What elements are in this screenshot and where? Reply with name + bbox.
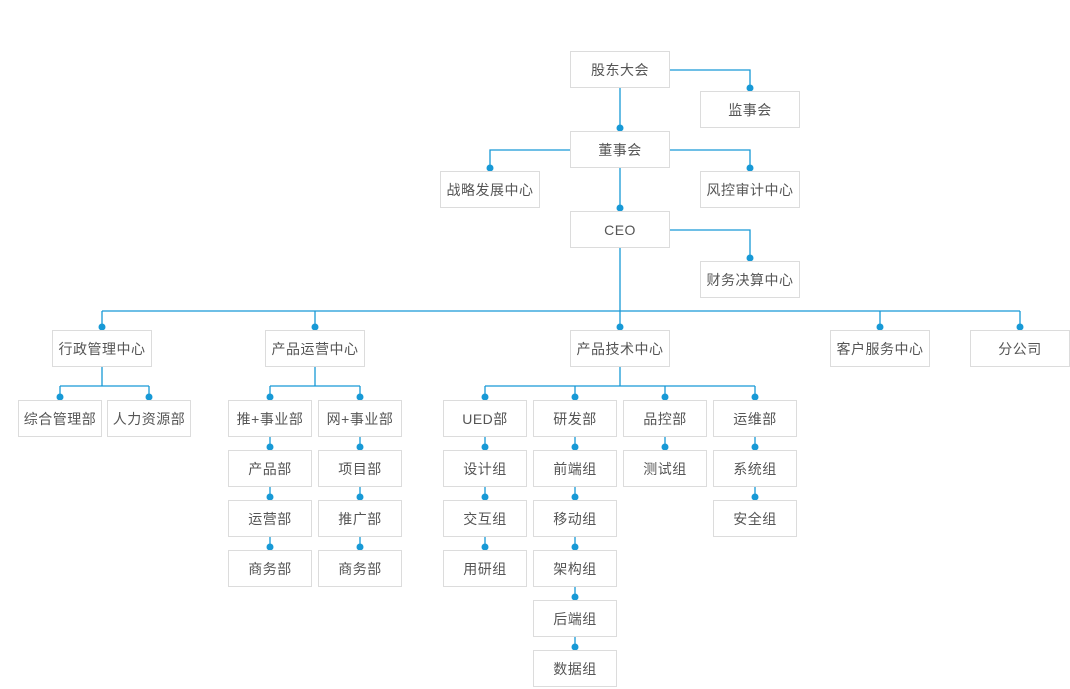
org-node-system-group: 系统组 (713, 450, 797, 487)
connector-dot (481, 493, 489, 501)
connector-dot (746, 84, 754, 92)
connector-line (670, 69, 751, 91)
org-node-human-resources-dept: 人力资源部 (107, 400, 191, 437)
connector-dot (481, 393, 489, 401)
org-node-user-research-group: 用研组 (443, 550, 527, 587)
connector-dot (481, 443, 489, 451)
connector-dot (145, 393, 153, 401)
connector-dot (616, 204, 624, 212)
org-node-branch-company: 分公司 (970, 330, 1070, 367)
connector-dot (876, 323, 884, 331)
org-node-customer-service-center: 客户服务中心 (830, 330, 930, 367)
connector-dot (746, 254, 754, 262)
org-node-operations-dept: 运营部 (228, 500, 312, 537)
org-node-quality-control-dept: 品控部 (623, 400, 707, 437)
org-node-frontend-group: 前端组 (533, 450, 617, 487)
org-node-interaction-group: 交互组 (443, 500, 527, 537)
org-node-mobile-group: 移动组 (533, 500, 617, 537)
connector-dot (751, 493, 759, 501)
connector-dot (571, 593, 579, 601)
connector-dot (571, 493, 579, 501)
org-node-admin-management-center: 行政管理中心 (52, 330, 152, 367)
connector-dot (356, 493, 364, 501)
org-node-data-group: 数据组 (533, 650, 617, 687)
connector-dot (356, 393, 364, 401)
org-node-risk-audit-center: 风控审计中心 (700, 171, 800, 208)
org-node-product-operation-center: 产品运营中心 (265, 330, 365, 367)
org-node-supervisory-board: 监事会 (700, 91, 800, 128)
org-node-general-management-dept: 综合管理部 (18, 400, 102, 437)
connector-dot (266, 443, 274, 451)
connector-dot (266, 393, 274, 401)
connector-dot (751, 393, 759, 401)
connector-dot (481, 543, 489, 551)
connector-dot (266, 493, 274, 501)
org-node-product-dept: 产品部 (228, 450, 312, 487)
org-node-tui-plus-division: 推+事业部 (228, 400, 312, 437)
org-node-business-dept-wang: 商务部 (318, 550, 402, 587)
connector-dot (661, 393, 669, 401)
org-node-backend-group: 后端组 (533, 600, 617, 637)
connector-dot (746, 164, 754, 172)
connector-dot (356, 543, 364, 551)
connector-dot (661, 443, 669, 451)
org-node-promotion-dept: 推广部 (318, 500, 402, 537)
org-node-security-group: 安全组 (713, 500, 797, 537)
org-node-wang-plus-division: 网+事业部 (318, 400, 402, 437)
org-node-testing-group: 测试组 (623, 450, 707, 487)
connector-dot (486, 164, 494, 172)
org-node-project-dept: 项目部 (318, 450, 402, 487)
connector-dot (571, 543, 579, 551)
org-node-architecture-group: 架构组 (533, 550, 617, 587)
connector-dot (571, 393, 579, 401)
org-node-rd-dept: 研发部 (533, 400, 617, 437)
connector-dot (616, 323, 624, 331)
connector-line (670, 229, 751, 261)
org-node-finance-settlement-center: 财务决算中心 (700, 261, 800, 298)
connector-dot (56, 393, 64, 401)
org-node-business-dept-tui: 商务部 (228, 550, 312, 587)
connector-dot (751, 443, 759, 451)
org-node-ued-dept: UED部 (443, 400, 527, 437)
connector-dot (571, 643, 579, 651)
connector-dot (98, 323, 106, 331)
connector-dot (356, 443, 364, 451)
org-node-design-group: 设计组 (443, 450, 527, 487)
connector-dot (266, 543, 274, 551)
connector-dot (616, 124, 624, 132)
connector-dot (571, 443, 579, 451)
org-node-product-technology-center: 产品技术中心 (570, 330, 670, 367)
org-node-strategy-development-center: 战略发展中心 (440, 171, 540, 208)
org-node-shareholders-meeting: 股东大会 (570, 51, 670, 88)
connector-line (489, 149, 570, 171)
connector-dot (311, 323, 319, 331)
org-node-ops-maintenance-dept: 运维部 (713, 400, 797, 437)
org-node-board-of-directors: 董事会 (570, 131, 670, 168)
connector-dot (1016, 323, 1024, 331)
connector-line (670, 149, 751, 171)
org-node-ceo: CEO (570, 211, 670, 248)
